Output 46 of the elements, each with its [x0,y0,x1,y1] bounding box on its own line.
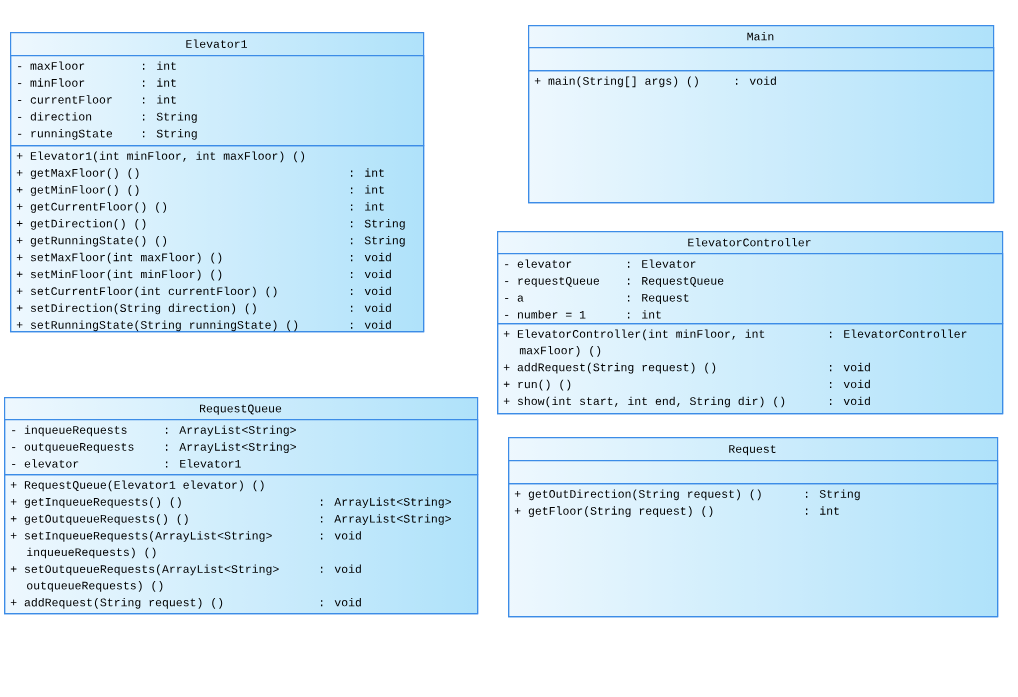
method-text: + main(String[] args) () : void [534,76,776,88]
method-text: + addRequest(String request) () : void [503,362,870,374]
attribute-compartment [508,460,999,485]
attribute-compartment [4,419,479,476]
operation-compartment [10,145,425,333]
method-text: + getMaxFloor() () : int [16,168,384,180]
method-text: + setMinFloor(int minFloor) () : void [16,269,391,281]
method-text: + setCurrentFloor(int currentFloor) () : void [16,286,391,298]
method-text: + setMaxFloor(int maxFloor) () : void [16,252,391,264]
method-text: + setRunningState(String runningState) () : void [16,320,391,332]
attribute-text: - maxFloor : int [18,61,176,70]
attribute-text: - runningState : String [18,129,197,140]
attribute-text: - inqueueRequests : ArrayList<String> [12,425,296,437]
operation-compartment [528,70,995,204]
attribute-compartment [10,55,425,147]
method-text: + RequestQueue(Elevator1 elevator) () [10,480,264,492]
method-text: + getFloor(String request) () : int [514,506,839,518]
attribute-compartment [497,253,1004,325]
operation-compartment [497,323,1004,415]
attribute-text: - elevator : Elevator [505,259,696,268]
method-text: + getRunningState() () : String [16,235,405,247]
attribute-text: - currentFloor : int [18,95,176,104]
method-text: + setOutqueueRequests(ArrayList<String> outqueueRequests) () : void [10,564,361,592]
method-text: + getInqueueRequests() () : ArrayList<String> [10,497,451,509]
method-text: + getDirection() () : String [16,219,405,230]
method-text: + getOutqueueRequests() () : ArrayList<String> [10,514,451,525]
operation-compartment [4,474,479,615]
attribute-text: - elevator : Elevator1 [12,459,241,468]
attribute-text: - outqueueRequests : ArrayList<String> [12,442,296,454]
method-text: + setInqueueRequests(ArrayList<String> inqueueRequests) () : void [10,531,361,559]
attribute-text: - minFloor : int [18,78,176,87]
attribute-text: - a : Request [505,293,689,304]
method-text: + addRequest(String request) () : void [10,597,361,609]
method-text: + ElevatorController(int minFloor, int maxFloor) () : ElevatorController [503,329,967,357]
method-text: + getMinFloor() () : int [16,185,384,196]
method-text: + Elevator1(int minFloor, int maxFloor) () [16,151,305,163]
method-text: + show(int start, int end, String dir) () : void [503,396,870,408]
method-text: + run() () : void [503,379,870,391]
attribute-text: - requestQueue : RequestQueue [505,276,724,288]
method-text: + setDirection(String direction) () : void [16,303,391,315]
method-text: + getCurrentFloor() () : int [16,202,384,213]
attribute-compartment [528,47,995,72]
operation-compartment [508,483,999,618]
attribute-text: - direction : String [18,112,197,123]
method-text: + getOutDirection(String request) () : String [514,489,860,501]
attribute-text: - number = 1 : int [505,310,661,319]
